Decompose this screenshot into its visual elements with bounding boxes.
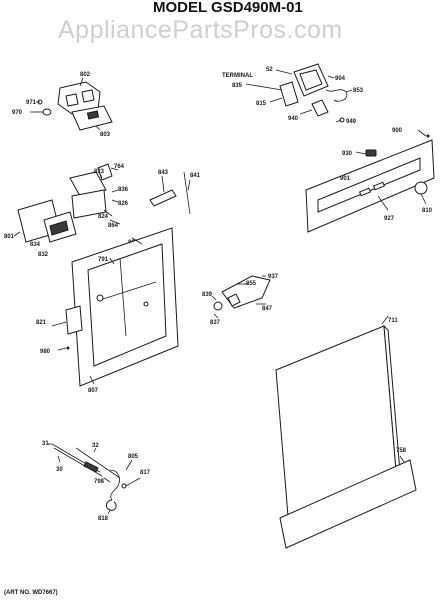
callout-836: 836 xyxy=(118,187,129,193)
watermark: AppliancePartsPros.com xyxy=(58,16,343,44)
callout-807: 807 xyxy=(88,388,99,394)
callout-817: 817 xyxy=(140,470,151,476)
callout-824: 824 xyxy=(98,214,109,220)
callout-937: 937 xyxy=(268,274,279,280)
callout-839: 839 xyxy=(202,292,213,298)
callout-970: 970 xyxy=(12,110,23,116)
callout-31: 31 xyxy=(42,441,49,447)
callout-32: 32 xyxy=(92,443,99,449)
callout-927: 927 xyxy=(384,216,395,222)
toe-panel xyxy=(279,455,417,549)
callout-843: 843 xyxy=(158,170,169,176)
callout-815: 815 xyxy=(256,101,267,107)
dispenser-assembly xyxy=(13,163,191,243)
callout-835: 835 xyxy=(232,83,243,89)
callout-821: 821 xyxy=(36,320,47,326)
callout-837: 837 xyxy=(210,320,221,326)
art-number: (ART NO. WD7667) xyxy=(4,590,58,596)
callout-801: 801 xyxy=(4,234,15,240)
timer-assembly xyxy=(245,63,353,123)
callout-949: 949 xyxy=(346,119,357,125)
callout-834: 834 xyxy=(30,242,41,248)
callout-30: 30 xyxy=(56,467,63,473)
callout-826: 826 xyxy=(118,201,129,207)
callout-810: 810 xyxy=(422,208,433,214)
callout-853: 853 xyxy=(353,88,364,94)
callout-980: 980 xyxy=(40,349,51,355)
callout-901: 901 xyxy=(340,176,351,182)
switch-assembly xyxy=(30,77,113,131)
callout-798: 798 xyxy=(94,479,105,485)
model-title: MODEL GSD490M-01 xyxy=(153,0,303,16)
callout-803: 803 xyxy=(100,132,111,138)
hinge-spring-assembly xyxy=(48,443,141,515)
callout-864: 864 xyxy=(108,223,119,229)
latch-assembly xyxy=(211,275,271,319)
callout-832: 832 xyxy=(38,252,49,258)
callout-940: 940 xyxy=(288,116,299,122)
callout-764: 764 xyxy=(114,164,125,170)
callout-711: 711 xyxy=(388,318,398,324)
callout-802: 802 xyxy=(80,72,91,78)
callout-841: 841 xyxy=(190,173,201,179)
callout-855: 855 xyxy=(246,281,257,287)
callout-847: 847 xyxy=(262,306,273,312)
callout-758: 758 xyxy=(396,448,407,454)
control-panel xyxy=(305,129,435,233)
callout-823: 823 xyxy=(94,169,105,175)
callout-791: 791 xyxy=(98,257,109,263)
terminal-label: TERMINAL xyxy=(222,73,253,79)
callout-900: 900 xyxy=(392,128,403,134)
callout-971: 971 xyxy=(26,100,37,106)
callout-818: 818 xyxy=(98,516,109,522)
callout-930: 930 xyxy=(342,151,353,157)
inner-door-panel xyxy=(51,227,179,387)
callout-904: 904 xyxy=(335,76,346,82)
callout-52: 52 xyxy=(266,67,273,73)
callout-805: 805 xyxy=(128,454,139,460)
